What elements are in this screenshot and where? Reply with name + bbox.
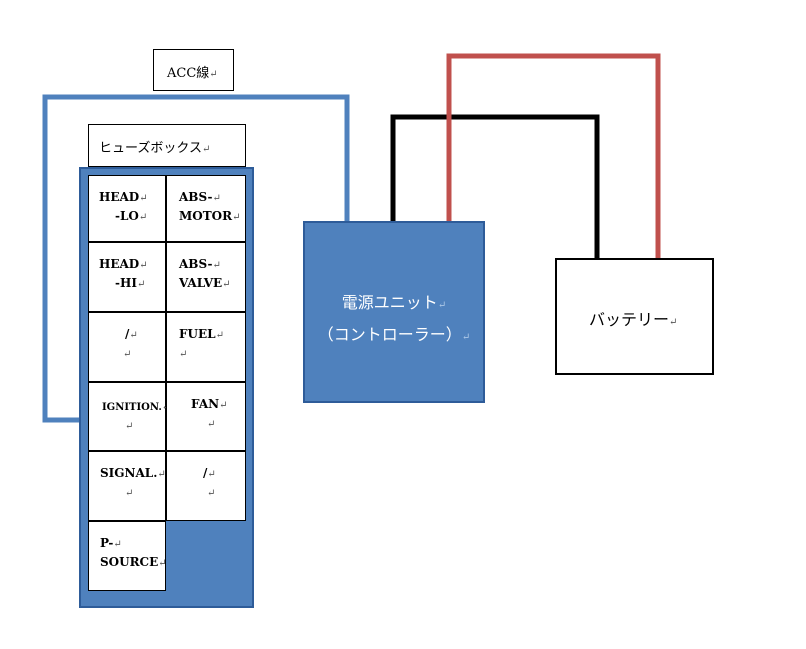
fuse-cell-line: MOTOR↵ — [167, 207, 245, 226]
return-mark: ↵ — [669, 317, 678, 328]
return-mark: ↵ — [222, 279, 231, 291]
fuse-cell-line: -HI↵ — [89, 274, 165, 293]
return-mark: ↵ — [209, 69, 218, 80]
fuse-cell-line: HEAD↵ — [89, 255, 165, 274]
acc-wire — [42, 94, 350, 423]
return-mark: ↵ — [212, 260, 221, 271]
return-mark: ↵ — [139, 193, 148, 204]
return-mark: ↵ — [207, 488, 216, 500]
return-mark: ↵ — [136, 279, 146, 291]
return-mark: ↵ — [125, 421, 134, 433]
return-mark: ↵ — [125, 488, 134, 500]
return-mark: ↵ — [113, 539, 122, 550]
return-mark: ↵ — [212, 193, 221, 204]
fuse-cell-line: ABS-↵ — [167, 255, 245, 274]
fuse-cell-head-lo: HEAD↵-LO↵ — [88, 175, 166, 242]
return-mark: ↵ — [207, 419, 216, 431]
return-mark: ↵ — [158, 558, 167, 570]
return-mark: ↵ — [179, 349, 188, 361]
fuse-cell-text: P- — [100, 536, 114, 550]
positive-wire — [446, 53, 661, 259]
fuse-cell-ignition: IGNITION.↵ ↵ — [88, 382, 170, 451]
fuse-cell-line: -LO↵ — [89, 207, 165, 226]
fuse-cell-text: IGNITION. — [102, 402, 162, 413]
return-mark: ↵ — [201, 144, 211, 155]
fuse-cell-text: SIGNAL. — [100, 466, 158, 480]
fuse-cell-text: FAN — [191, 397, 220, 411]
fuse-cell-line: FAN↵ — [167, 395, 245, 414]
fuse-cell-text: FUEL — [179, 327, 216, 341]
fuse-cell-text: / — [125, 327, 130, 341]
return-mark: ↵ — [129, 330, 138, 341]
acc-wire-label: ACC線↵ — [153, 49, 234, 91]
fuse-cell-slash-1: /↵↵ — [88, 312, 166, 382]
return-mark: ↵ — [207, 469, 216, 480]
battery: バッテリー↵ — [555, 258, 714, 375]
return-mark: ↵ — [219, 400, 228, 411]
power-unit-line-1: 電源ユニット↵ — [341, 293, 447, 312]
fuse-box-label-text: ヒューズボックス — [99, 141, 202, 156]
fuse-cell-line: ABS-↵ — [167, 188, 245, 207]
return-mark: ↵ — [232, 212, 241, 224]
fuse-cell-text: ABS- — [179, 190, 213, 204]
fuse-cell-text: VALVE — [179, 276, 223, 291]
fuse-cell-line: SIGNAL.↵ — [89, 464, 166, 483]
return-mark: ↵ — [139, 260, 148, 271]
fuse-cell-line: FUEL↵ — [167, 325, 245, 344]
return-mark: ↵ — [215, 330, 224, 341]
fuse-cell-line: ↵ — [167, 344, 245, 363]
fuse-box-label: ヒューズボックス↵ — [88, 124, 246, 167]
fuse-cell-line: P-↵ — [89, 534, 165, 553]
return-mark: ↵ — [123, 349, 132, 361]
fuse-cell-text: SOURCE — [100, 555, 159, 570]
ground-wire — [390, 114, 600, 259]
fuse-cell-line: /↵ — [89, 325, 165, 344]
fuse-cell-line: VALVE↵ — [167, 274, 245, 293]
power-unit-line-2: （コントローラー）↵ — [317, 325, 471, 344]
fuse-cell-fan: FAN↵↵ — [166, 382, 246, 451]
fuse-cell-text: / — [203, 466, 208, 480]
fuse-cell-slash-2: /↵↵ — [166, 451, 246, 521]
acc-wire-label-text: ACC線 — [167, 66, 210, 81]
fuse-cell-text: -HI — [115, 276, 137, 291]
fuse-cell-line: ↵ — [89, 483, 165, 502]
fuse-cell-line: ↵ — [89, 344, 165, 363]
fuse-cell-line: HEAD↵ — [89, 188, 165, 207]
fuse-cell-line: SOURCE↵ — [89, 553, 167, 572]
fuse-cell-line: /↵ — [167, 464, 245, 483]
fuse-cell-line: ↵ — [89, 416, 165, 435]
fuse-cell-head-hi: HEAD↵-HI↵ — [88, 242, 166, 312]
fuse-cell-line: IGNITION.↵ — [89, 397, 170, 416]
return-mark: ↵ — [138, 212, 148, 224]
fuse-cell-abs-valve: ABS-↵VALVE↵ — [166, 242, 246, 312]
fuse-cell-text: MOTOR — [179, 209, 233, 224]
return-mark: ↵ — [157, 469, 166, 480]
fuse-cell-text: ABS- — [179, 257, 213, 271]
fuse-cell-abs-motor: ABS-↵MOTOR↵ — [166, 175, 246, 242]
fuse-cell-p-source: P-↵SOURCE↵ — [88, 521, 167, 591]
fuse-cell-line: ↵ — [167, 483, 245, 502]
battery-label: バッテリー — [589, 310, 670, 329]
power-unit: 電源ユニット↵ （コントローラー）↵ — [303, 221, 485, 403]
fuse-cell-line: ↵ — [167, 414, 245, 433]
fuse-cell-text: HEAD — [99, 190, 140, 204]
fuse-cell-text: -LO — [115, 209, 139, 224]
fuse-cell-fuel: FUEL↵↵ — [166, 312, 246, 382]
fuse-cell-signal: SIGNAL.↵↵ — [88, 451, 166, 521]
fuse-cell-text: HEAD — [99, 257, 140, 271]
